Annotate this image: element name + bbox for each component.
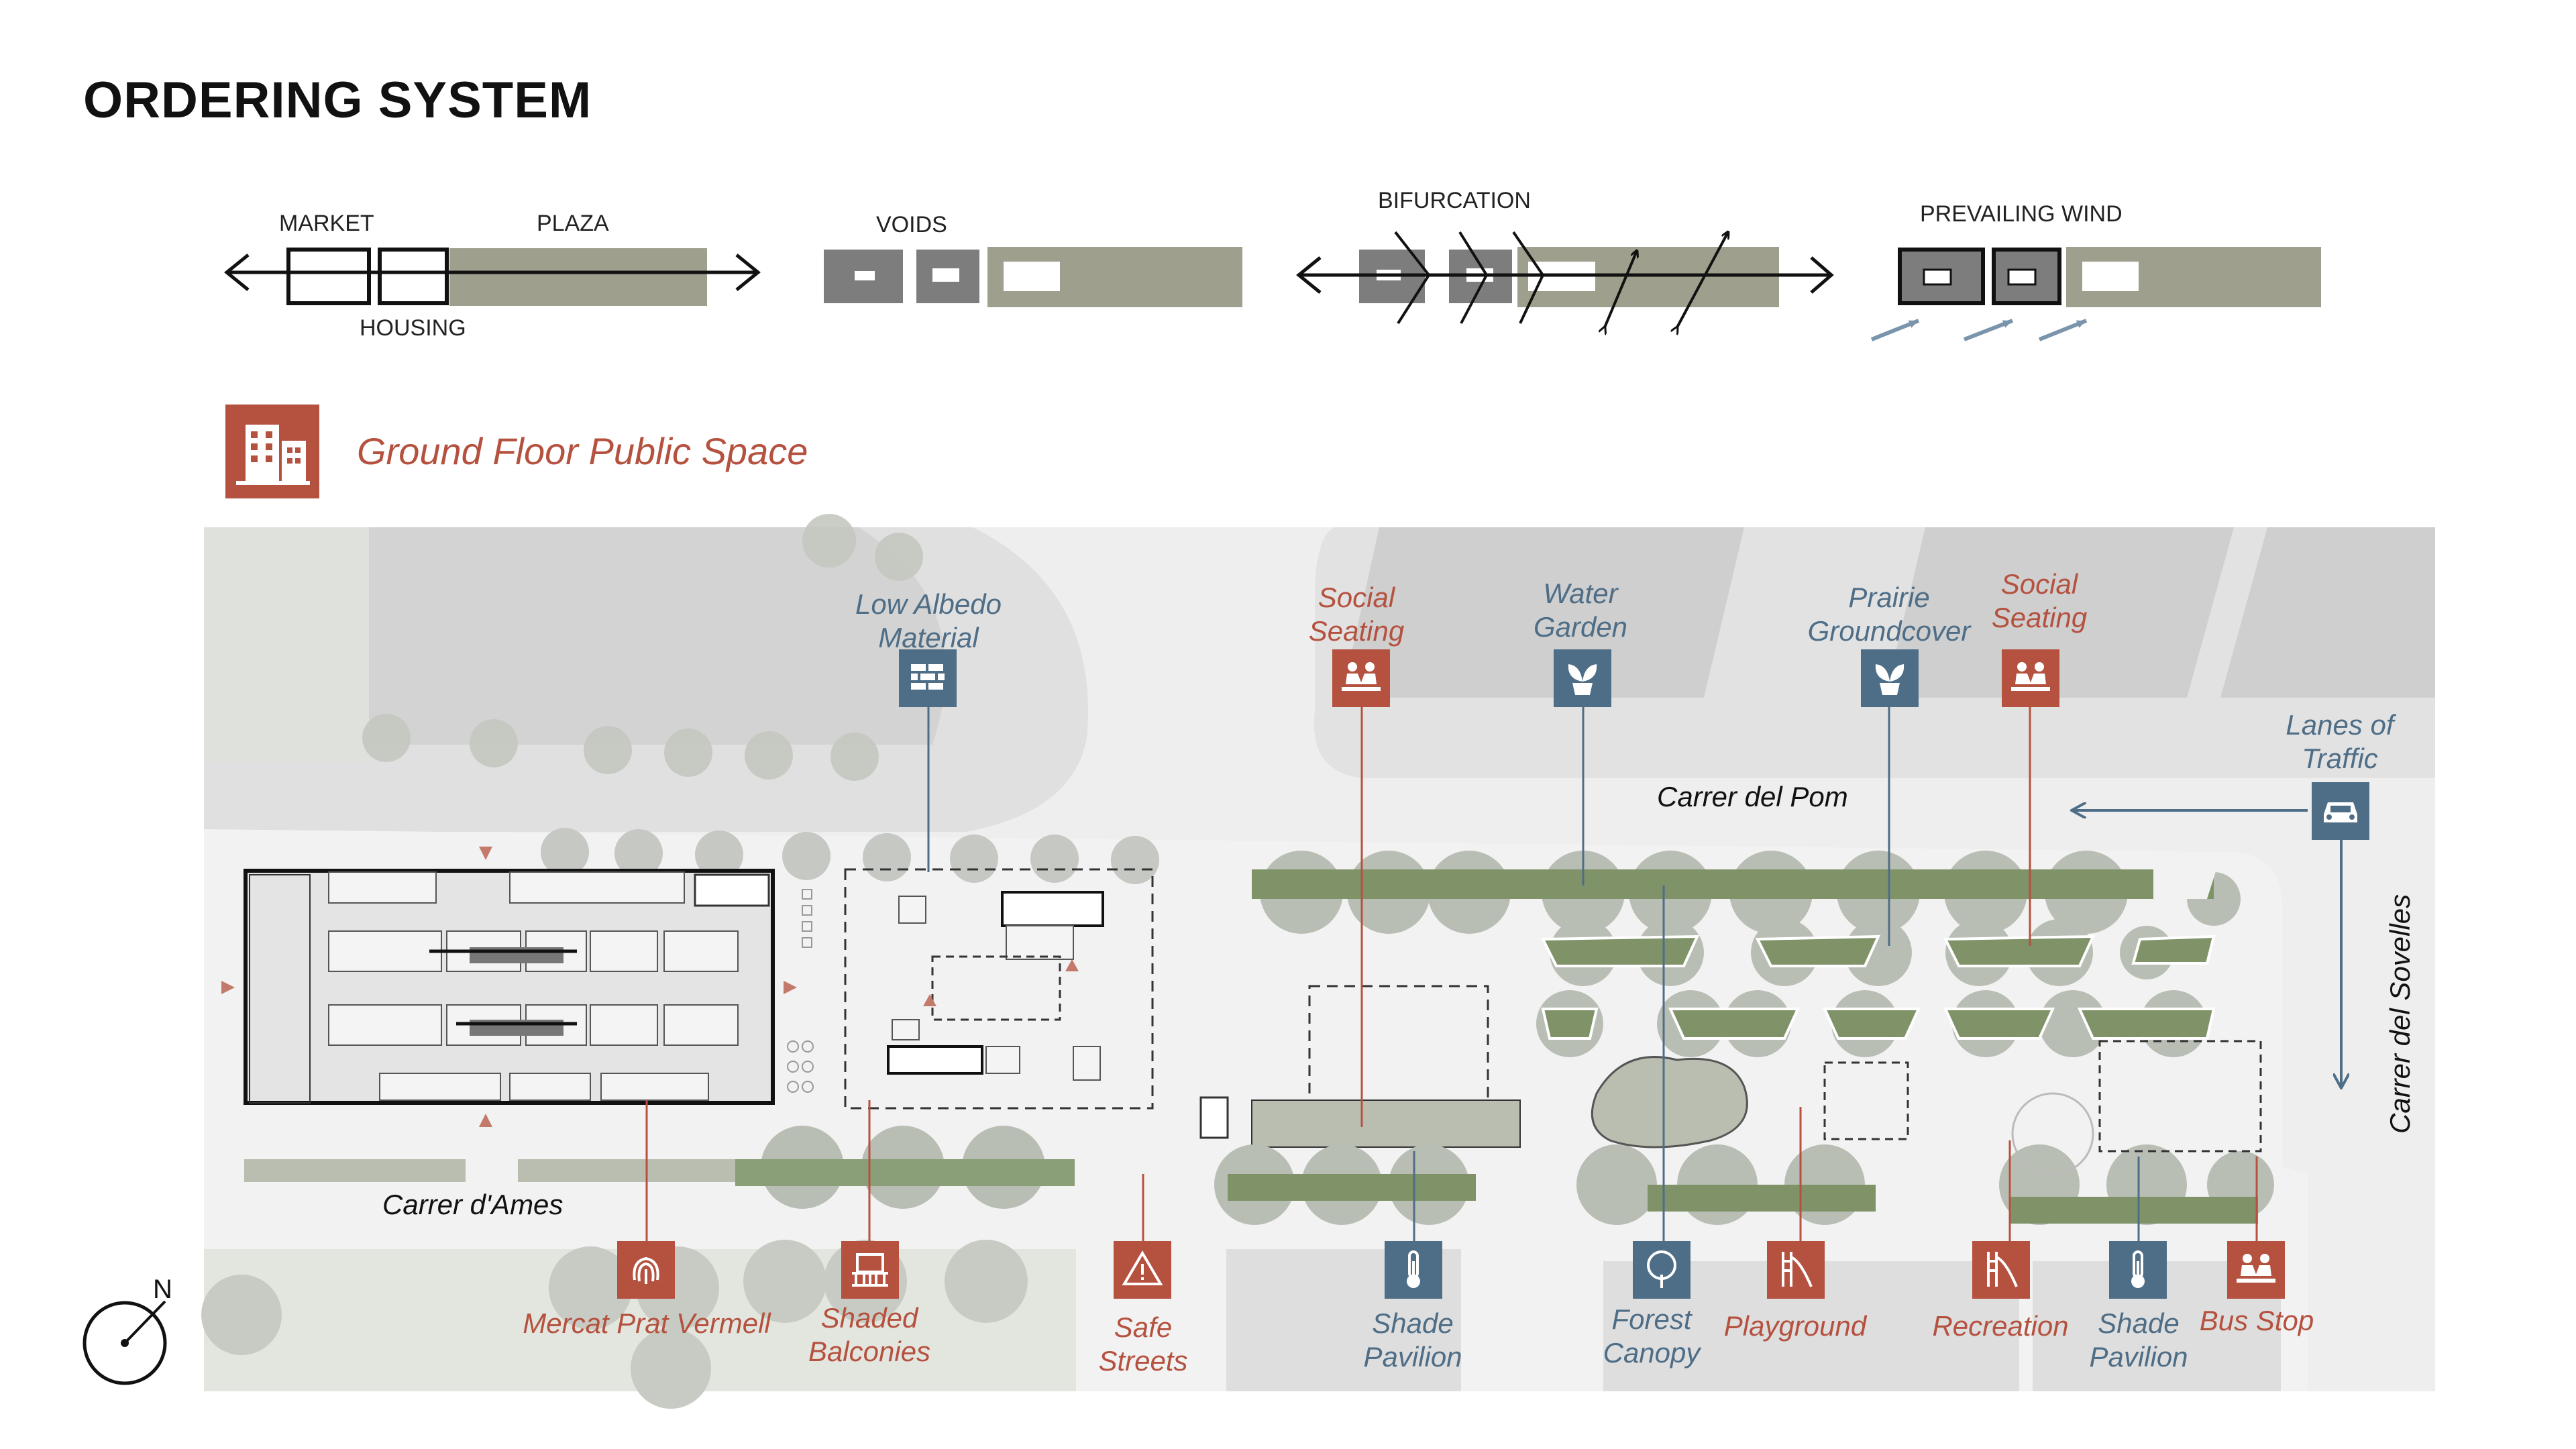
callout-label-mercat: Mercat Prat Vermell xyxy=(523,1307,771,1339)
diagram-label-prevailing-wind: PREVAILING WIND xyxy=(1920,201,2123,227)
diagram-market-plaza xyxy=(224,248,761,306)
diagram-label-market: MARKET xyxy=(279,211,374,236)
slide-icon xyxy=(1767,1241,1825,1299)
callout-label-lanes-of-traffic: Lanes of Traffic xyxy=(2286,709,2394,774)
callout-label-playground: Playground xyxy=(1723,1310,1867,1342)
thermometer-icon xyxy=(1385,1241,1442,1299)
slide-icon xyxy=(1972,1241,2030,1299)
market-building xyxy=(244,869,775,1105)
balcony-icon xyxy=(841,1241,899,1299)
tree-icon xyxy=(1633,1241,1690,1299)
compass-north-label: N xyxy=(153,1275,172,1304)
callout-label-social-seating-1: Social Seating xyxy=(1308,582,1405,647)
warning-icon xyxy=(1114,1241,1171,1299)
diagram-label-plaza: PLAZA xyxy=(537,211,609,236)
fingerprint-icon xyxy=(617,1241,675,1299)
diagram-label-bifurcation: BIFURCATION xyxy=(1378,188,1531,213)
callout-label-shade-pavilion-2: Shade Pavilion xyxy=(2089,1307,2188,1373)
thermometer-icon xyxy=(2109,1241,2167,1299)
brick-wall-icon xyxy=(899,649,957,707)
street-label-pom: Carrer del Pom xyxy=(1657,781,1848,812)
site-plan xyxy=(201,514,2435,1409)
callout-lines xyxy=(645,704,2258,1245)
callout-label-bus-stop: Bus Stop xyxy=(2199,1305,2314,1336)
diagram-label-housing: HOUSING xyxy=(360,315,466,341)
building-icon xyxy=(225,405,319,498)
diagram-prevailing-wind xyxy=(1870,247,2321,341)
bench-people-icon xyxy=(2227,1241,2285,1299)
callout-label-low-albedo: Low Albedo Material xyxy=(855,588,1002,653)
car-icon xyxy=(2312,782,2369,840)
plant-icon xyxy=(1861,649,1919,707)
bench-people-icon xyxy=(2002,649,2059,707)
compass-icon xyxy=(83,1300,167,1385)
street-label-ames: Carrer d'Ames xyxy=(382,1189,564,1220)
page-title: ORDERING SYSTEM xyxy=(83,72,592,129)
diagram-bifurcation xyxy=(1296,232,1834,327)
callout-label-safe-streets: Safe Streets xyxy=(1098,1311,1188,1377)
callout-label-forest-canopy: Forest Canopy xyxy=(1603,1303,1701,1368)
callout-label-prairie: Prairie Groundcover xyxy=(1807,582,1971,647)
callout-label-water-garden: Water Garden xyxy=(1533,578,1628,643)
bench-people-icon xyxy=(1332,649,1390,707)
diagram-label-voids: VOIDS xyxy=(876,212,947,237)
callout-label-shaded-balconies: Shaded Balconies xyxy=(808,1302,931,1367)
street-label-sovelles: Carrer del Sovelles xyxy=(2384,894,2416,1134)
callout-label-recreation: Recreation xyxy=(1932,1310,2069,1342)
diagram-voids xyxy=(824,247,1242,307)
plant-icon xyxy=(1554,649,1611,707)
section-title: Ground Floor Public Space xyxy=(357,430,808,472)
callout-label-shade-pavilion-1: Shade Pavilion xyxy=(1363,1307,1462,1373)
callout-label-social-seating-2: Social Seating xyxy=(1991,568,2088,633)
